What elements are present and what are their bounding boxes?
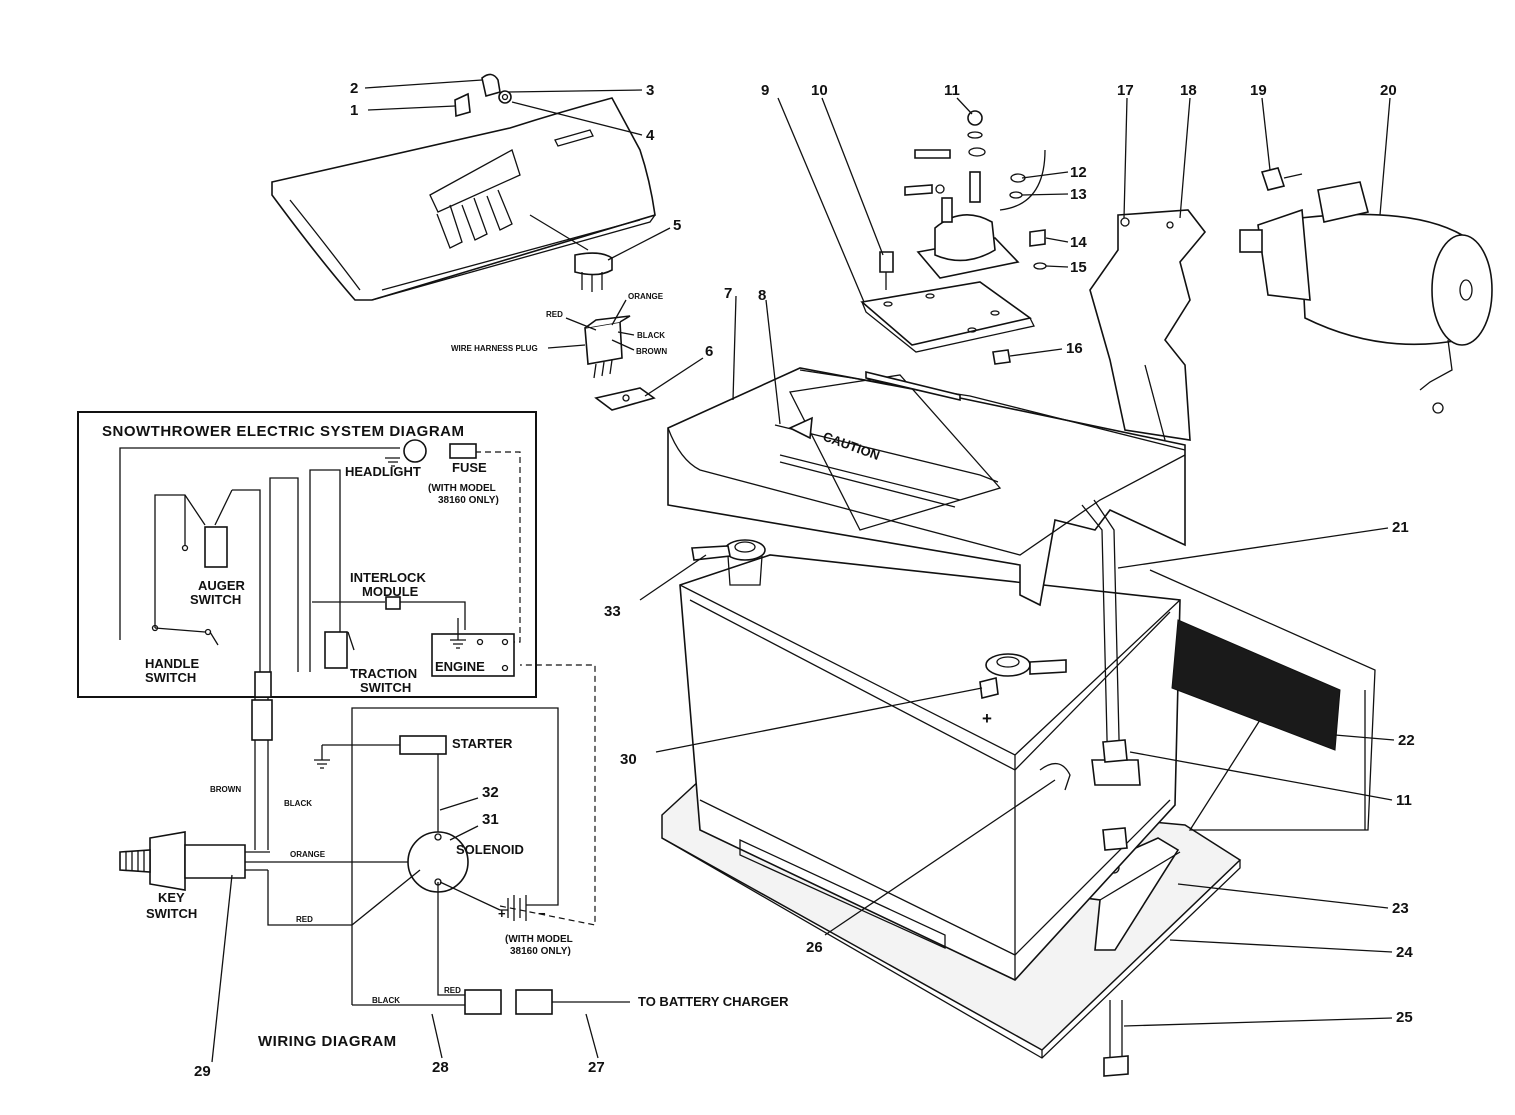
auger-label-2: SWITCH bbox=[190, 592, 241, 607]
callout-2: 2 bbox=[350, 80, 358, 97]
callout-8: 8 bbox=[758, 287, 766, 304]
callout-10: 10 bbox=[811, 82, 828, 99]
plug-orange-label: ORANGE bbox=[628, 292, 664, 301]
callout-18: 18 bbox=[1180, 82, 1197, 99]
interlock-label-2: MODULE bbox=[362, 584, 419, 599]
model-note-2: 38160 ONLY) bbox=[438, 495, 499, 506]
callout-27: 27 bbox=[588, 1059, 605, 1076]
callout-30: 30 bbox=[620, 751, 637, 768]
callout-21: 21 bbox=[1392, 519, 1409, 536]
wiring-diagram-title: WIRING DIAGRAM bbox=[258, 1033, 397, 1050]
key-label-2: SWITCH bbox=[146, 906, 197, 921]
callout-24: 24 bbox=[1396, 944, 1413, 961]
engine-label: ENGINE bbox=[435, 659, 485, 674]
callout-9: 9 bbox=[761, 82, 769, 99]
callout-14: 14 bbox=[1070, 234, 1087, 251]
brown-wire-label: BROWN bbox=[210, 785, 241, 794]
callout-6: 6 bbox=[705, 343, 713, 360]
headlight-label: HEADLIGHT bbox=[345, 464, 421, 479]
orange-wire-label: ORANGE bbox=[290, 850, 326, 859]
plug-labels: ORANGE RED BLACK BROWN WIRE HARNESS PLUG bbox=[451, 292, 667, 356]
key-label-1: KEY bbox=[158, 890, 185, 905]
callout-33: 33 bbox=[604, 603, 621, 620]
auger-label-1: AUGER bbox=[198, 578, 246, 593]
callout-17: 17 bbox=[1117, 82, 1134, 99]
callout-7: 7 bbox=[724, 285, 732, 302]
key-parts bbox=[454, 73, 613, 292]
handle-label-1: HANDLE bbox=[145, 656, 199, 671]
wiring-diagram bbox=[119, 664, 630, 1015]
callout-4: 4 bbox=[646, 127, 655, 144]
system-diagram-title: SNOWTHROWER ELECTRIC SYSTEM DIAGRAM bbox=[102, 423, 465, 440]
callout-15: 15 bbox=[1070, 259, 1087, 276]
plug-red-label: RED bbox=[546, 310, 563, 319]
solenoid-label: SOLENOID bbox=[456, 842, 524, 857]
callout-23: 23 bbox=[1392, 900, 1409, 917]
traction-label-1: TRACTION bbox=[350, 666, 417, 681]
callout-3: 3 bbox=[646, 82, 654, 99]
battery-strap bbox=[1149, 569, 1376, 831]
traction-label-2: SWITCH bbox=[360, 680, 411, 695]
minus-label: − bbox=[538, 906, 546, 921]
callout-31: 31 bbox=[482, 811, 499, 828]
callout-32: 32 bbox=[482, 784, 499, 801]
callout-12: 12 bbox=[1070, 164, 1087, 181]
callout-20: 20 bbox=[1380, 82, 1397, 99]
wiring-model-note-2: 38160 ONLY) bbox=[510, 946, 571, 957]
battery-terminal-pos bbox=[979, 653, 1067, 699]
red-wire-label-2: RED bbox=[444, 986, 461, 995]
callout-1: 1 bbox=[350, 102, 358, 119]
wiring-model-note-1: (WITH MODEL bbox=[505, 934, 573, 945]
callout-5: 5 bbox=[673, 217, 681, 234]
handle-label-2: SWITCH bbox=[145, 670, 196, 685]
plus-label: + bbox=[498, 906, 506, 921]
callout-13: 13 bbox=[1070, 186, 1087, 203]
interlock-label-1: INTERLOCK bbox=[350, 570, 426, 585]
battery-cover bbox=[667, 367, 1186, 607]
callout-28: 28 bbox=[432, 1059, 449, 1076]
callout-29: 29 bbox=[194, 1063, 211, 1080]
callout-26: 26 bbox=[806, 939, 823, 956]
system-diagram-labels: SNOWTHROWER ELECTRIC SYSTEM DIAGRAM HEAD… bbox=[102, 423, 499, 695]
battery-terminal-neg bbox=[691, 539, 766, 586]
callout-22: 22 bbox=[1398, 732, 1415, 749]
callout-11-right: 11 bbox=[1396, 792, 1412, 809]
model-note-1: (WITH MODEL bbox=[428, 483, 496, 494]
starter-label: STARTER bbox=[452, 736, 513, 751]
wiring-labels: WIRING DIAGRAM STARTER SOLENOID KEY SWIT… bbox=[146, 736, 789, 1050]
callout-16: 16 bbox=[1066, 340, 1083, 357]
leader-lines bbox=[211, 79, 1395, 1063]
callout-25: 25 bbox=[1396, 1009, 1413, 1026]
starter-motor bbox=[1239, 167, 1493, 414]
callout-11-top: 11 bbox=[944, 82, 960, 99]
hold-down-rod bbox=[1081, 499, 1141, 851]
callout-19: 19 bbox=[1250, 82, 1267, 99]
plug-black-label: BLACK bbox=[637, 331, 665, 340]
plug-harness-label: WIRE HARNESS PLUG bbox=[451, 344, 538, 353]
system-diagram-box bbox=[77, 411, 537, 698]
to-charger-label: TO BATTERY CHARGER bbox=[638, 994, 789, 1009]
fuse-label: FUSE bbox=[452, 460, 487, 475]
callout-numbers: 1 2 3 4 5 6 7 8 9 10 11 12 13 14 15 16 1… bbox=[194, 80, 1415, 1080]
wire-harness-plug bbox=[584, 315, 656, 411]
battery-plus-sign: + bbox=[982, 709, 992, 728]
solenoid-assembly bbox=[860, 110, 1047, 365]
black-wire-label-2: BLACK bbox=[372, 996, 400, 1005]
red-wire-label: RED bbox=[296, 915, 313, 924]
starter-bracket bbox=[1089, 209, 1207, 441]
plug-brown-label: BROWN bbox=[636, 347, 667, 356]
black-wire-label: BLACK bbox=[284, 799, 312, 808]
bolt-25 bbox=[1103, 1000, 1129, 1077]
